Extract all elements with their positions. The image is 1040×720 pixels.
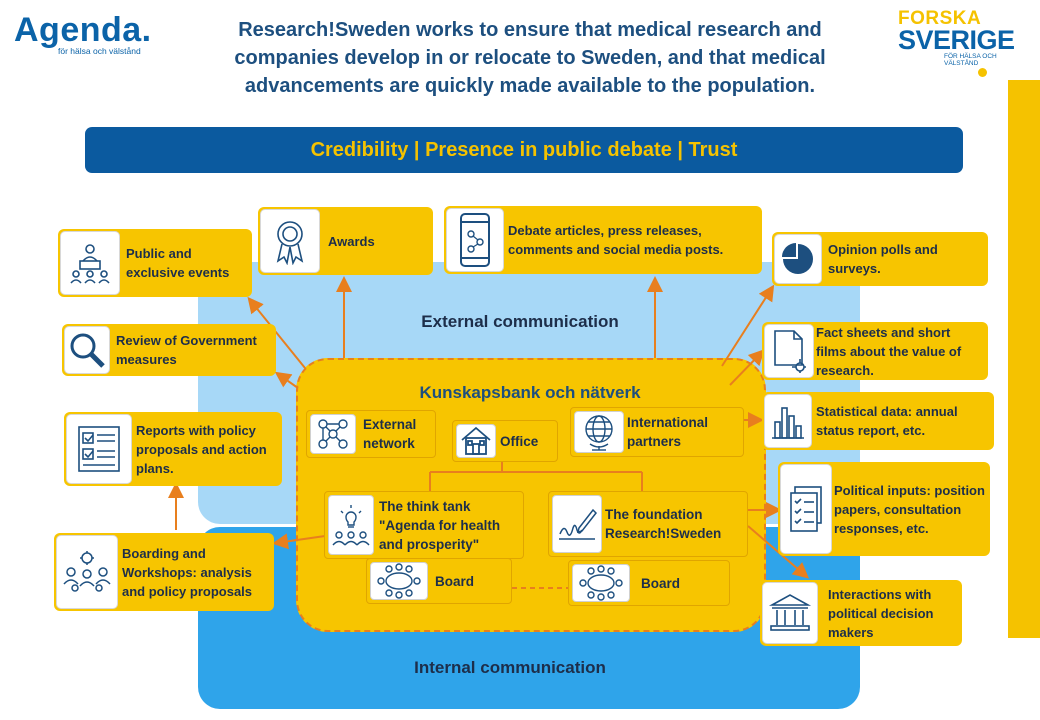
government-building-icon (762, 582, 818, 644)
think-tank-label: The think tank "Agenda for health and pr… (379, 498, 501, 552)
international-partners-label: International partners (627, 415, 709, 449)
arrow-to-workshops (272, 533, 326, 550)
card-board-right: Board (568, 560, 730, 606)
award-ribbon-icon (260, 209, 320, 273)
card-reports: Reports with policy proposals and action… (64, 412, 282, 486)
card-fact-sheets: Fact sheets and short films about the va… (762, 322, 988, 380)
interactions-label: Interactions with political decision mak… (828, 586, 934, 640)
card-public-events: Public and exclusive events (58, 229, 252, 297)
page-headline: Research!Sweden works to ensure that med… (234, 19, 826, 97)
bar-chart-icon (764, 394, 812, 448)
fs-logo-dot (978, 68, 987, 77)
arrow-to-public-events (247, 296, 306, 369)
position-papers-icon (780, 464, 832, 554)
fs-logo-line1: FORSKA (898, 8, 982, 29)
agenda-logo-tagline: för hälsa och välstånd (58, 46, 141, 56)
reports-label: Reports with policy proposals and action… (136, 422, 267, 476)
card-interactions: Interactions with political decision mak… (760, 580, 962, 646)
pie-chart-icon (774, 234, 822, 284)
board-right-label: Board (641, 575, 681, 591)
opinion-polls-label: Opinion polls and surveys. (828, 242, 938, 276)
boardroom-table-icon (572, 564, 630, 602)
public-events-label: Public and exclusive events (126, 246, 230, 280)
card-political-inputs: Political inputs: position papers, consu… (778, 462, 990, 556)
signature-pen-icon (552, 495, 602, 553)
workshops-label: Boarding and Workshops: analysis and pol… (122, 545, 253, 599)
card-workshops: Boarding and Workshops: analysis and pol… (54, 533, 274, 611)
values-banner: Credibility | Presence in public debate … (85, 127, 963, 173)
arrow-to-interactions (747, 525, 810, 579)
card-office: Office (452, 420, 558, 462)
arrow-to-review-government (274, 371, 299, 389)
magnifier-icon (64, 326, 110, 374)
report-checklist-icon (66, 414, 132, 484)
card-think-tank: The think tank "Agenda for health and pr… (324, 491, 524, 559)
card-awards: Awards (258, 207, 433, 275)
board-left-label: Board (435, 573, 475, 589)
agenda-logo-text: Agenda. (14, 11, 152, 49)
globe-icon (574, 411, 624, 453)
review-government-label: Review of Government measures (116, 333, 257, 367)
agenda-logo: Agenda. för hälsa och välstånd (14, 12, 174, 64)
external-network-label: External network (363, 417, 417, 451)
boardroom-table-icon (370, 562, 428, 600)
knowledge-bank-title: Kunskapsbank och nätverk (419, 383, 641, 402)
card-foundation: The foundation Research!Sweden (548, 491, 748, 557)
awards-label: Awards (328, 233, 375, 249)
podium-icon (60, 231, 120, 295)
external-communication-label: External communication (421, 312, 619, 331)
card-board-left: Board (366, 558, 512, 604)
office-label: Office (500, 433, 539, 449)
political-inputs-label: Political inputs: position papers, consu… (834, 482, 985, 536)
side-accent-bar (1008, 80, 1040, 638)
arrow-to-opinion-polls (721, 284, 775, 367)
mobile-share-icon (446, 208, 504, 272)
fact-sheets-label: Fact sheets and short films about the va… (816, 324, 962, 378)
debate-articles-label: Debate articles, press releases, comment… (508, 223, 724, 257)
card-debate-articles: Debate articles, press releases, comment… (444, 206, 762, 274)
foundation-label: The foundation Research!Sweden (605, 507, 722, 541)
document-icon (764, 324, 814, 378)
network-icon (310, 414, 356, 454)
arrow-to-fact-sheets (729, 349, 765, 386)
card-international-partners: International partners (570, 407, 744, 457)
forska-sverige-logo: FORSKA SVERIGE FÖR HÄLSA OCH VÄLSTÅND (898, 8, 1028, 78)
statistical-data-label: Statistical data: annual status report, … (816, 404, 958, 438)
house-icon (456, 424, 496, 458)
internal-communication-label: Internal communication (414, 658, 606, 677)
card-external-network: External network (306, 410, 436, 458)
idea-team-icon (328, 495, 374, 555)
card-statistical-data: Statistical data: annual status report, … (762, 392, 994, 450)
card-review-government: Review of Government measures (62, 324, 276, 376)
fs-logo-tagline: FÖR HÄLSA OCH VÄLSTÅND (944, 53, 997, 67)
card-opinion-polls: Opinion polls and surveys. (772, 232, 988, 286)
fs-logo-line2: SVERIGE (898, 25, 1015, 55)
group-workshop-icon (56, 535, 118, 609)
